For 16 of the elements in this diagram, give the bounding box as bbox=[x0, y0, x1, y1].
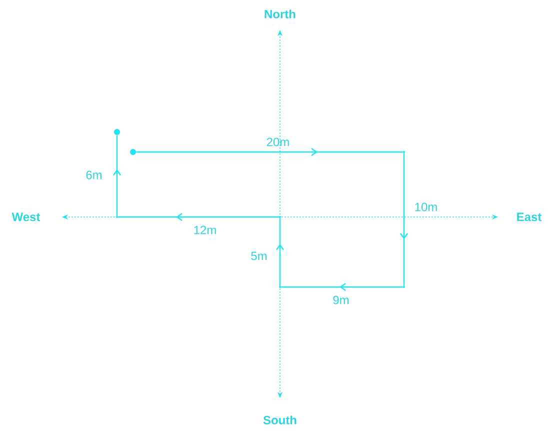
edge-label: 6m bbox=[86, 170, 102, 180]
edge-label: 5m bbox=[251, 252, 267, 260]
edge-label: 12m bbox=[194, 226, 216, 234]
path-segment bbox=[118, 213, 279, 221]
path-segment bbox=[136, 148, 403, 156]
edge-label: 10m bbox=[415, 202, 437, 212]
direction-label: North bbox=[264, 10, 296, 18]
path-segment bbox=[281, 283, 403, 291]
edge-label: 20m bbox=[266, 138, 289, 146]
edge-label: 9m bbox=[333, 296, 349, 304]
direction-label: South bbox=[263, 416, 296, 424]
path-segment bbox=[400, 153, 408, 286]
direction-label: East bbox=[517, 212, 542, 222]
path-segment bbox=[276, 218, 284, 286]
direction-label: West bbox=[12, 212, 40, 222]
path-segment bbox=[113, 135, 121, 216]
